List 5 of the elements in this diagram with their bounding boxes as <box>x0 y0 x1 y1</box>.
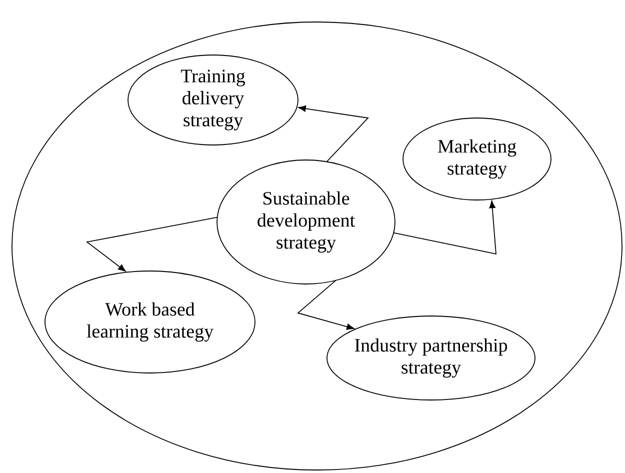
arrow <box>393 200 496 255</box>
arrow <box>298 105 369 162</box>
outer-ellipse <box>12 22 622 470</box>
arrow <box>297 280 354 330</box>
arrow <box>86 216 218 272</box>
